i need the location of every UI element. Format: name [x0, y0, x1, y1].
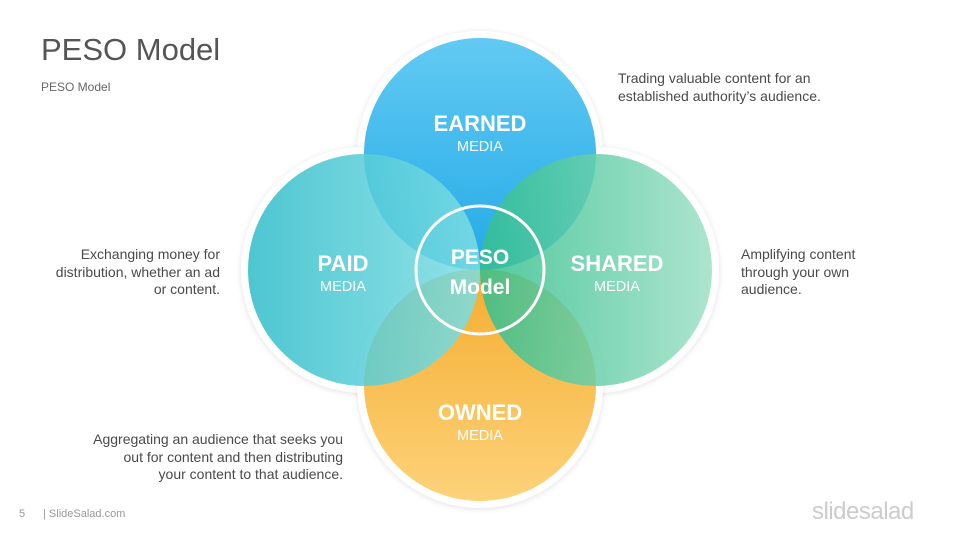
- shared-description-line: through your own: [741, 263, 850, 280]
- paid-sub: MEDIA: [320, 279, 366, 295]
- center-label-line2: Model: [450, 276, 511, 299]
- paid-circle: [248, 154, 480, 386]
- owned-description: Aggregating an audience that seeks you o…: [50, 431, 343, 484]
- shared-description-line: Amplifying content: [741, 246, 856, 262]
- earned-description-line: Trading valuable content for an: [618, 70, 811, 86]
- paid-description: Exchanging money for distribution, wheth…: [20, 246, 220, 299]
- paid-title: PAID: [318, 251, 369, 276]
- paid-description-line: distribution, whether an ad: [55, 263, 220, 280]
- slidesalad-logo: slidesalad: [812, 498, 914, 525]
- shared-description: Amplifying content through your own audi…: [741, 246, 911, 299]
- earned-description: Trading valuable content for an establis…: [618, 70, 878, 105]
- owned-title: OWNED: [438, 400, 522, 425]
- owned-sub: MEDIA: [457, 428, 503, 444]
- footer-site-link[interactable]: | SlideSalad.com: [43, 508, 126, 520]
- earned-title: EARNED: [434, 111, 527, 136]
- earned-sub: MEDIA: [457, 139, 503, 155]
- page-number: 5: [19, 508, 26, 520]
- page-title: PESO Model: [41, 32, 221, 67]
- shared-circle: [480, 154, 712, 386]
- paid-description-line: or content.: [153, 281, 220, 297]
- center-ring: [414, 204, 546, 336]
- shared-title: SHARED: [571, 251, 664, 276]
- owned-description-line: out for content and then distributing: [123, 448, 343, 465]
- center-label-line1: PESO: [451, 246, 509, 269]
- earned-description-line: established authority’s audience.: [618, 87, 821, 104]
- shared-sub: MEDIA: [594, 279, 640, 295]
- page-subtitle: PESO Model: [41, 80, 111, 94]
- owned-description-line: your content to that audience.: [158, 466, 343, 482]
- owned-description-line: Aggregating an audience that seeks you: [93, 431, 343, 447]
- shared-description-line: audience.: [741, 281, 802, 297]
- paid-description-line: Exchanging money for: [80, 246, 220, 262]
